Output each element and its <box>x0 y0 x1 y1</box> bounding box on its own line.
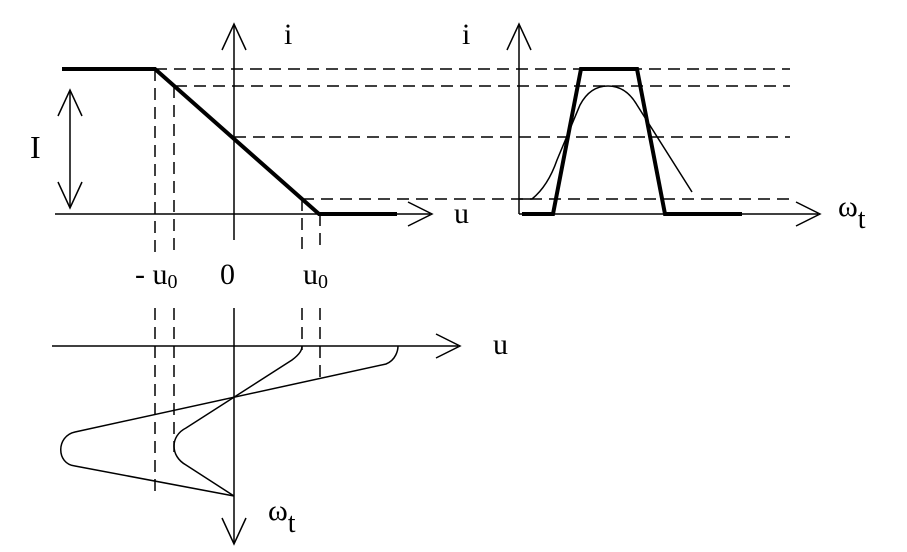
top-left-i-label: i <box>284 18 292 51</box>
tick-minus-u0-main: - u <box>135 258 168 291</box>
top-right-i-label: i <box>462 18 470 51</box>
amplitude-arrowhead-top <box>57 88 83 117</box>
tick-minus-u0-label: - u0 <box>135 258 178 293</box>
top-right-wt-subscript: t <box>858 204 866 235</box>
clipped-current-trapezoid <box>522 67 742 216</box>
amplitude-arrowhead-bottom <box>57 181 83 210</box>
bottom-wt-omega: ω <box>268 494 288 527</box>
bottom-wt-label: ωt <box>268 494 296 539</box>
current-amplitude-label: I <box>30 129 41 165</box>
large-amplitude-input-curve <box>60 345 399 497</box>
horizontal-projection-lines <box>155 68 790 200</box>
bottom-wt-axis-arrowhead <box>221 517 247 546</box>
bottom-u-axis-arrowhead <box>435 333 462 359</box>
bottom-wt-subscript: t <box>288 508 296 539</box>
top-right-wt-omega: ω <box>838 190 858 223</box>
bottom-u-label: u <box>493 328 508 361</box>
transfer-characteristic-curve <box>62 67 397 216</box>
tick-zero-label: 0 <box>220 258 235 291</box>
tick-minus-u0-subscript: 0 <box>168 271 178 293</box>
vertical-projection-lines <box>154 69 321 492</box>
labels: i i I u ωt - u0 0 u0 u ωt <box>30 18 866 539</box>
top-right-wt-axis-arrowhead <box>795 201 822 227</box>
output-current-panel <box>506 22 822 227</box>
top-left-u-axis-arrowhead <box>407 201 434 227</box>
top-right-wt-label: ωt <box>838 190 866 235</box>
transfer-characteristic-panel <box>55 22 434 240</box>
small-amplitude-input-curve <box>173 345 303 497</box>
top-left-u-label: u <box>454 197 469 230</box>
sinusoidal-current-curve <box>519 85 693 200</box>
tick-u0-main: u <box>303 258 318 291</box>
tick-u0-subscript: 0 <box>318 271 328 293</box>
top-right-i-axis-arrowhead <box>506 22 532 51</box>
top-left-i-axis-arrowhead <box>221 22 247 51</box>
tick-u0-label: u0 <box>303 258 328 293</box>
input-voltage-panel <box>52 308 462 546</box>
